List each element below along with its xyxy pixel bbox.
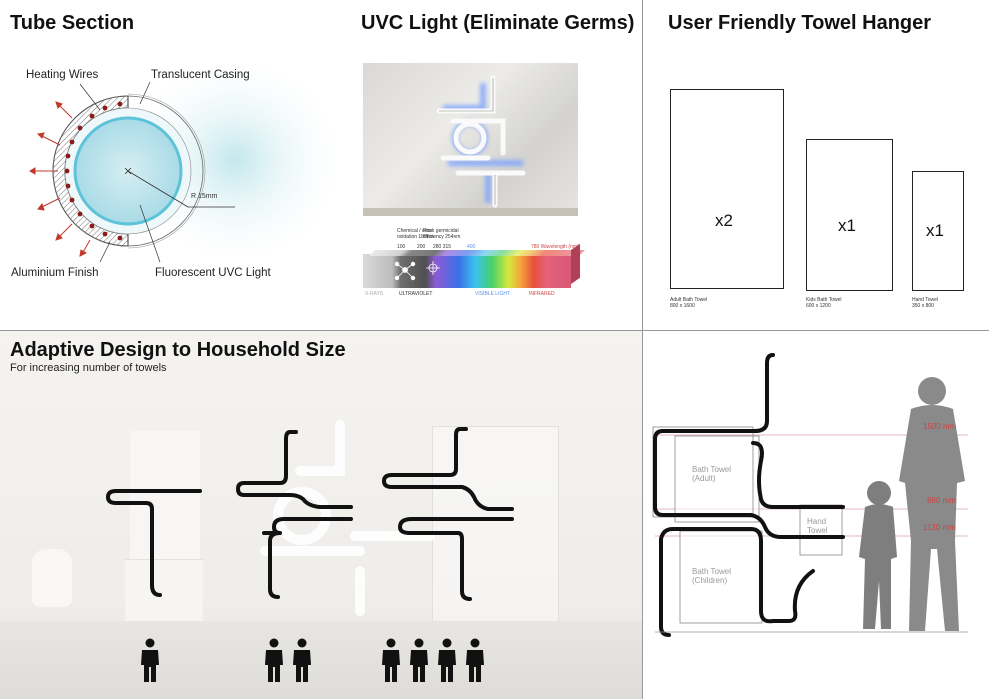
- person-icon: [410, 638, 428, 682]
- towel-panel: User Friendly Towel Hanger x2 x1 x1 Adul…: [643, 0, 989, 330]
- adult-silhouette: [899, 377, 965, 631]
- spectrum-100: 100: [397, 244, 406, 250]
- uvc-spectrum: Chemical / odor oxidation 185nm Peak ger…: [363, 228, 585, 300]
- spectrum-chemical-note: Chemical / odor oxidation 185nm: [397, 228, 434, 240]
- spectrum-xrays: X-RAYS: [365, 291, 384, 297]
- towel-adult: x2: [670, 89, 784, 289]
- measure-1130: 1130 mm: [923, 523, 956, 532]
- label-bath-towel-adult: Bath Towel (Adult): [692, 465, 731, 483]
- towel-hand-name: Hand Towel: [912, 297, 939, 303]
- spectrum-infrared: INFRARED: [529, 291, 555, 297]
- towel-hand-count: x1: [926, 221, 944, 240]
- height-diagram: [652, 353, 968, 637]
- spectrum-ultraviolet: ULTRAVIOLET: [399, 291, 433, 297]
- spectrum-400: 400: [467, 244, 476, 250]
- light-glow: [120, 50, 350, 270]
- label-fluorescent-uvc: Fluorescent UVC Light: [155, 267, 271, 279]
- towel-title: User Friendly Towel Hanger: [668, 12, 932, 34]
- bg-toilet: [32, 549, 72, 607]
- towel-adult-size: 800 x 1600: [670, 303, 695, 309]
- person-icon: [382, 638, 400, 682]
- towel-kids-name: Kids Bath Towel: [806, 297, 842, 303]
- person-icon: [265, 638, 283, 682]
- towel-adult-count: x2: [715, 211, 733, 230]
- uvc-title: UVC Light (Eliminate Germs): [361, 12, 635, 34]
- label-hand-towel: Hand Towel: [807, 517, 828, 535]
- hanger-quad: [382, 427, 514, 601]
- spectrum-280315: 280 315: [433, 244, 452, 250]
- measure-860: 860 mm: [927, 496, 956, 505]
- adaptive-title: Adaptive Design to Household Size: [10, 339, 346, 361]
- label-radius: R 15mm: [191, 193, 218, 200]
- molecule-icon: [394, 261, 440, 281]
- adaptive-hangers: [106, 420, 514, 682]
- uvc-hanger-render: [436, 75, 526, 208]
- people-icons: [141, 638, 484, 682]
- person-icon: [141, 638, 159, 682]
- spectrum-200: 200: [417, 244, 426, 250]
- uvc-panel: UVC Light (Eliminate Germs) Chemical / o…: [350, 0, 642, 330]
- tube-section-panel: Tube Section: [0, 0, 350, 330]
- person-icon: [438, 638, 456, 682]
- label-translucent-casing: Translucent Casing: [151, 69, 250, 81]
- height-panel: Bath Towel (Adult) Hand Towel Bath Towel…: [643, 331, 989, 699]
- towel-hand-size: 350 x 800: [912, 303, 934, 309]
- person-icon: [466, 638, 484, 682]
- heating-wires: [64, 101, 123, 241]
- label-bath-towel-children: Bath Towel (Children): [692, 567, 731, 585]
- adaptive-subtitle: For increasing number of towels: [10, 362, 167, 374]
- towel-kids-size: 600 x 1200: [806, 303, 831, 309]
- hanger-double: [236, 430, 353, 599]
- adaptive-panel: Adaptive Design to Household Size For in…: [0, 331, 642, 699]
- spectrum-peak-note: Peak germicidal efficiency 254nm: [423, 228, 461, 240]
- child-silhouette: [859, 481, 897, 629]
- person-icon: [293, 638, 311, 682]
- spectrum-780: 780 Wavelength (nm): [531, 244, 579, 250]
- uvc-photo: [363, 63, 578, 216]
- towel-kids-count: x1: [838, 216, 856, 235]
- towel-rects: [652, 426, 843, 624]
- spectrum-visible: VISIBLE LIGHT: [475, 291, 511, 297]
- divider-horizontal: [0, 330, 989, 331]
- bg-floor: [0, 621, 642, 699]
- towel-adult-name: Adult Bath Towel: [670, 297, 708, 303]
- label-heating-wires: Heating Wires: [26, 69, 99, 81]
- heat-arrows: [29, 101, 91, 257]
- bg-vanity-cabinet: [125, 559, 203, 622]
- label-aluminium-finish: Aluminium Finish: [11, 267, 99, 279]
- towel-kids: x1: [806, 139, 893, 291]
- divider-vertical: [642, 0, 643, 699]
- measure-1500: 1500 mm: [923, 422, 957, 431]
- towel-hand: x1: [912, 171, 964, 291]
- tube-section-diagram: [29, 50, 350, 270]
- hanger-single: [106, 489, 202, 597]
- height-hanger: [653, 353, 845, 637]
- tube-section-title: Tube Section: [10, 12, 135, 34]
